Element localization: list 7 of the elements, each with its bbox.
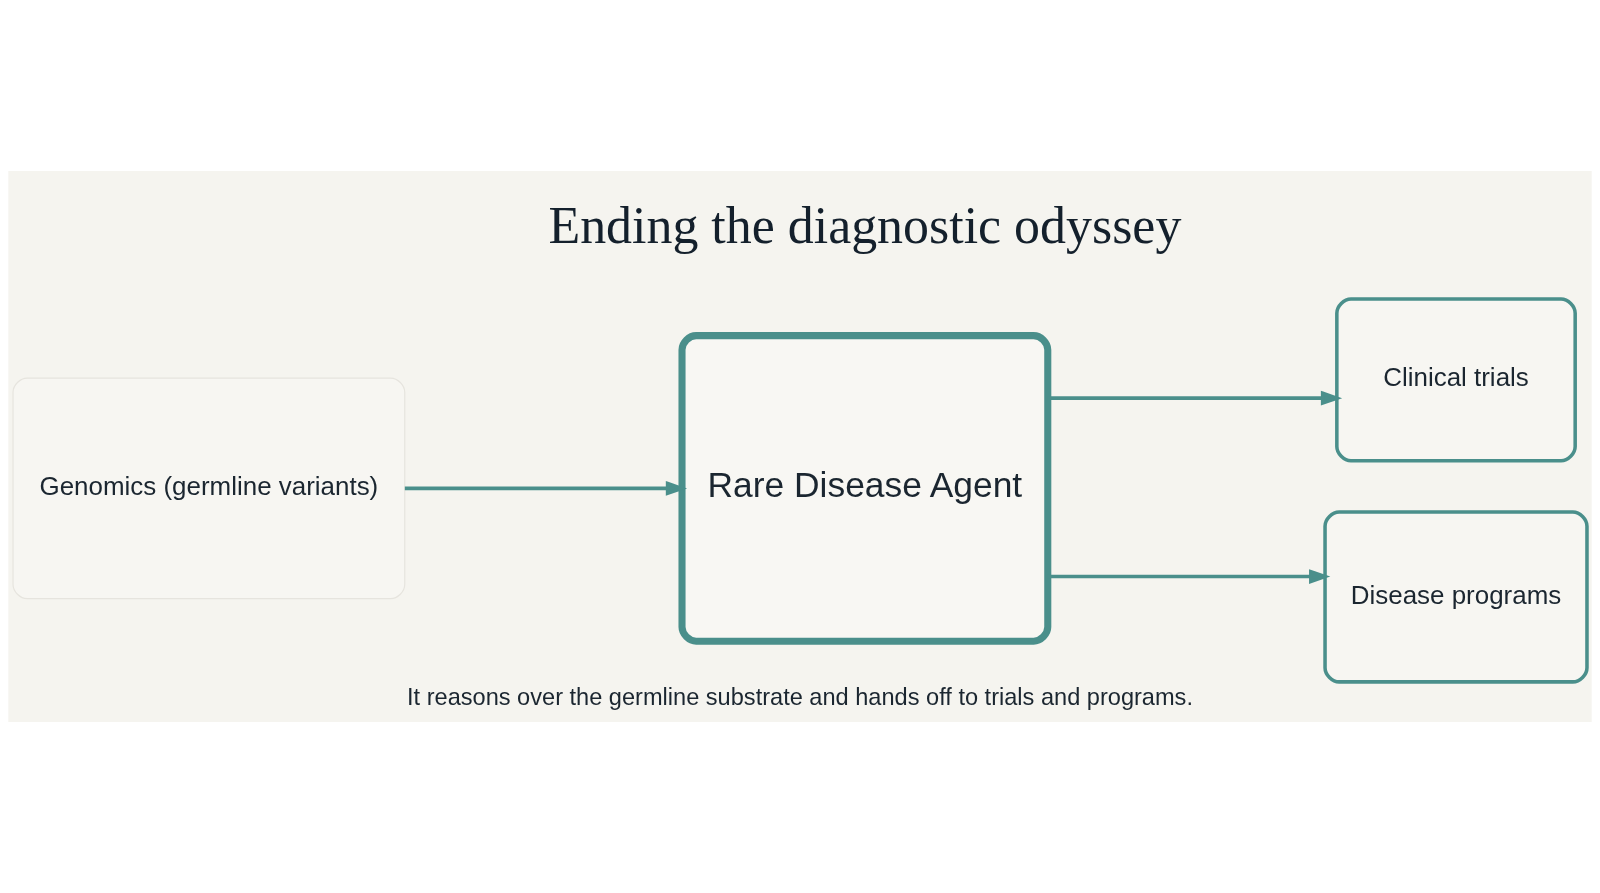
node-box: Genomics (germline variants) [12, 377, 406, 600]
caption: It reasons over the germline substrate and hands off to trials and programs. [407, 684, 1193, 711]
arrow [404, 480, 688, 496]
node-box: Clinical trials [1335, 297, 1577, 463]
node-box: Rare Disease Agent [678, 332, 1052, 645]
node-box: Disease programs [1323, 510, 1589, 684]
diagram-title: Ending the diagnostic odyssey [548, 197, 1182, 255]
